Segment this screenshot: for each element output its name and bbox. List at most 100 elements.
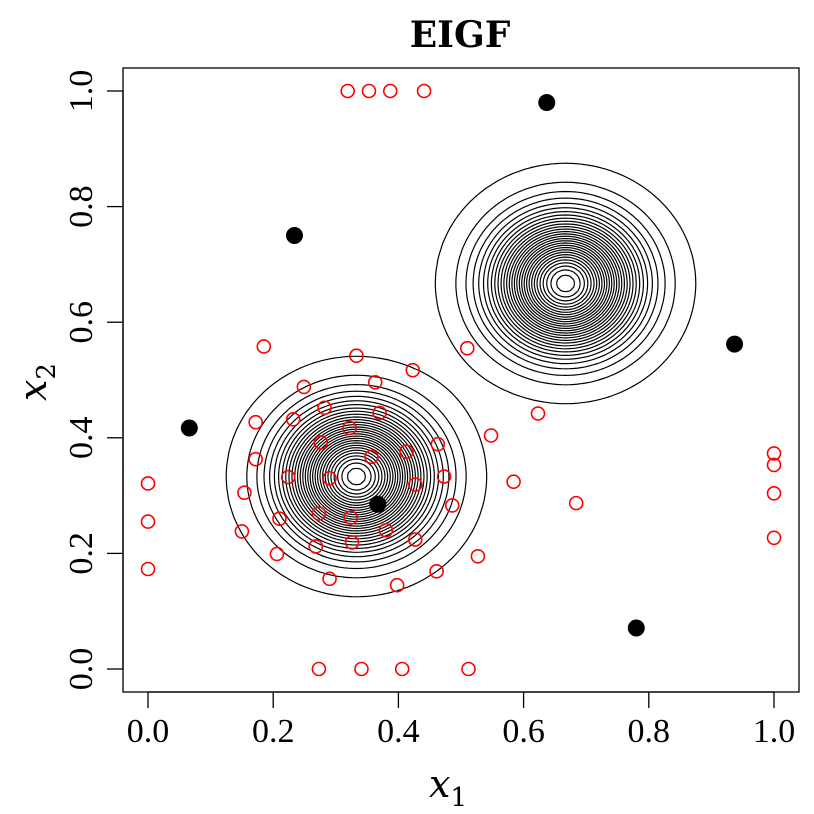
open-point: [140, 561, 156, 577]
contour-line: [269, 202, 653, 558]
open-point: [349, 348, 364, 364]
filled-point: [180, 419, 198, 437]
contour-line: [273, 207, 649, 553]
open-point: [372, 405, 387, 421]
open-point: [272, 511, 287, 527]
y-tick-label: 0.6: [63, 301, 100, 344]
open-point: [568, 495, 584, 511]
x-axis-label-subscript: 1: [450, 783, 467, 813]
x-tick-label: 0.4: [377, 713, 420, 750]
contour-line: [316, 246, 606, 514]
open-point: [399, 444, 414, 459]
contour-line: [263, 197, 659, 563]
open-point: [322, 571, 337, 587]
plot-frame: [122, 67, 800, 693]
x-tick-label: 0.6: [502, 713, 545, 750]
open-point: [766, 530, 782, 546]
open-point: [237, 485, 252, 501]
x-tick-label: 1.0: [753, 713, 796, 750]
contour-line: [302, 233, 620, 527]
open-point: [296, 379, 312, 395]
open-point: [766, 446, 782, 461]
y-tick-label: 0.4: [63, 417, 100, 460]
open-point: [340, 83, 355, 99]
x-tick-label: 0.2: [252, 713, 295, 750]
y-tick-label: 0.0: [63, 648, 100, 691]
open-point: [308, 539, 324, 554]
contour-line: [285, 217, 637, 543]
open-point: [361, 83, 377, 99]
y-tick-label: 1.0: [63, 70, 100, 113]
filled-point: [726, 335, 744, 353]
open-point: [140, 476, 156, 491]
contour-line: [307, 237, 615, 523]
open-point: [408, 477, 423, 492]
open-point: [285, 412, 301, 427]
contour-line: [256, 190, 666, 570]
x-tick-label: 0.8: [628, 713, 671, 750]
y-tick-label: 0.8: [63, 185, 100, 228]
contour-line: [312, 242, 610, 518]
open-point: [322, 470, 337, 486]
open-point: [234, 524, 250, 539]
contour-line: [346, 274, 576, 486]
open-point: [766, 485, 782, 501]
open-point: [313, 435, 329, 450]
contour-line: [288, 220, 634, 540]
open-point: [280, 469, 296, 485]
open-point: [364, 449, 379, 465]
open-point: [766, 457, 782, 473]
open-point: [506, 474, 521, 490]
contour-line: [319, 249, 603, 511]
open-point: [459, 340, 475, 356]
open-point: [416, 83, 432, 99]
open-point: [530, 406, 546, 421]
filled-point: [627, 619, 645, 637]
open-point: [317, 400, 332, 416]
contour-line: [294, 226, 628, 534]
contour-line: [299, 230, 623, 530]
x-axis: 0.0 0.2 0.4 0.6 0.8 1.0: [127, 691, 796, 750]
open-point: [394, 661, 410, 677]
open-point: [248, 414, 263, 430]
design-points: [140, 83, 782, 677]
open-point: [382, 83, 398, 99]
open-point: [436, 469, 452, 484]
contour-line: [281, 214, 641, 546]
contour-line: [225, 162, 697, 598]
open-point: [389, 577, 405, 593]
contour-line: [278, 211, 644, 549]
open-point: [342, 420, 357, 436]
open-point: [256, 339, 272, 354]
chart-title: EIGF: [410, 14, 511, 56]
x-axis-label: x1: [429, 762, 467, 813]
open-point: [429, 564, 444, 579]
y-axis: 0.00.20.40.60.81.0: [63, 70, 124, 691]
contour-line: [324, 254, 598, 506]
open-point: [343, 510, 359, 525]
contour-line: [314, 244, 608, 516]
contour-line: [330, 259, 592, 501]
open-point: [311, 661, 327, 677]
x-axis-label-var: x: [429, 762, 450, 806]
filled-point: [538, 94, 556, 112]
x-tick-label: 0.0: [127, 713, 170, 750]
y-axis-label-var: x: [11, 380, 55, 401]
open-point: [483, 428, 499, 443]
contour-line: [322, 251, 600, 509]
open-point: [378, 522, 394, 538]
open-point: [461, 661, 476, 677]
contour-line: [337, 265, 585, 495]
contour-line: [304, 235, 618, 525]
contour-line: [341, 269, 581, 491]
open-point: [430, 436, 446, 452]
filled-point: [369, 495, 387, 513]
y-axis-label: x2: [11, 363, 62, 401]
contour-lines: [225, 162, 697, 598]
open-point: [269, 546, 285, 562]
open-point: [405, 362, 421, 378]
contour-line: [291, 223, 631, 537]
y-axis-label-subscript: 2: [32, 363, 62, 380]
filled-point: [285, 227, 303, 244]
